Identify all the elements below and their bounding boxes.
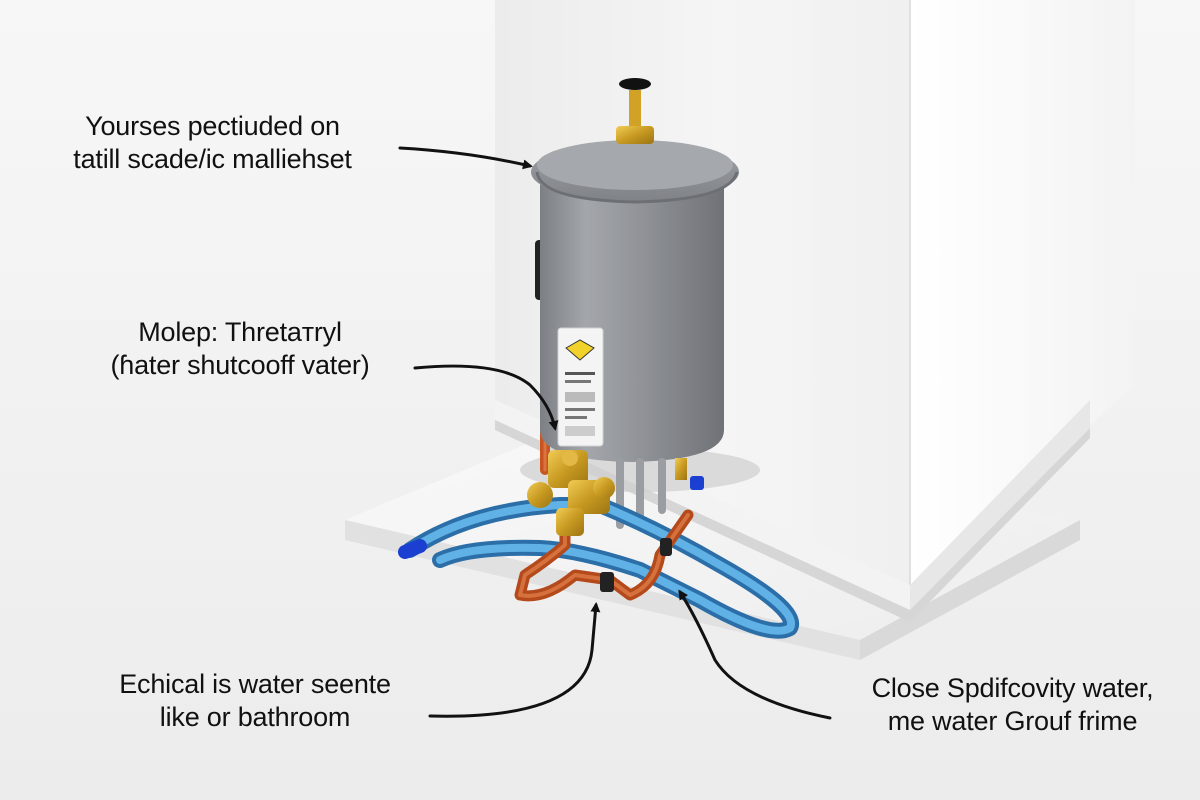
callout-bottom-right: Close Spdifcovity water, me water Grouf … [840,672,1185,738]
callout-bottom-left-line2: like or bathroom [159,702,351,732]
callout-arrows [398,146,832,720]
callout-bottom-right-line1: Close Spdifcovity water, [871,673,1154,703]
callout-top-line1: Yourses pectiuded on [85,111,340,141]
callout-arrow-top [398,146,533,170]
callout-middle-line1: Molep: Thretaтryl [138,317,342,347]
callout-middle-line2: (ɦater shutcooff vater) [110,350,370,380]
callout-middle: Molep: Thretaтryl (ɦater shutcooff vater… [80,316,400,382]
callout-bottom-left: Echical is water seente like or bathroom [70,668,440,734]
callout-top: Yourses pectiuded on tatill scade/ic mal… [30,110,395,176]
brass-valve [527,450,704,536]
rating-label [557,327,604,447]
callout-bottom-left-line1: Echical is water seente [119,669,391,699]
water-heater-tank [531,78,739,462]
callout-bottom-right-line2: me water Grouf frime [887,706,1138,736]
callout-arrow-middle [413,364,559,431]
pex-pipe [398,497,800,639]
callout-arrow-bottom-left [428,602,601,718]
callout-arrow-bottom-right [678,589,832,720]
callout-top-line2: tatill scade/ic malliehset [73,144,352,174]
top-fitting [629,90,641,132]
copper-loop [514,509,694,602]
